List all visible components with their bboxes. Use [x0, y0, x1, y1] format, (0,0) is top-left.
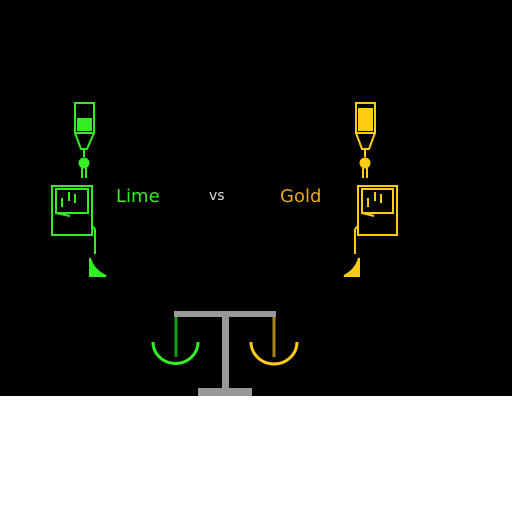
- right-monitor-frame: [357, 185, 398, 236]
- scale-base: [198, 388, 252, 396]
- versus-label: vs: [209, 188, 225, 204]
- left-drip-chamber: [78, 157, 90, 169]
- right-stand-base: [343, 257, 360, 277]
- left-pole-bend: [91, 225, 96, 230]
- scale-post: [222, 311, 229, 396]
- right-iv-fluid: [358, 108, 373, 131]
- right-pole-bend: [354, 225, 359, 230]
- left-contestant-label: Lime: [116, 186, 160, 207]
- left-contestant-iv-monitor-icon: [51, 102, 107, 277]
- right-contestant-label: Gold: [280, 186, 322, 207]
- balance-scale-icon: [151, 311, 299, 396]
- right-iv-bag: [355, 102, 376, 134]
- left-iv-taper: [74, 132, 95, 150]
- left-iv-fluid: [77, 118, 92, 131]
- left-iv-bag: [74, 102, 95, 134]
- stage-graphics: [51, 102, 398, 396]
- game-stage: Lime vs Gold: [0, 0, 512, 396]
- right-iv-taper: [355, 132, 376, 150]
- scale-right-pan: [249, 341, 299, 366]
- left-monitor-screen: [55, 188, 89, 214]
- left-stand-base: [89, 257, 107, 277]
- left-monitor-frame: [51, 185, 93, 236]
- right-contestant-iv-monitor-icon: [343, 102, 398, 277]
- left-screen-hinge: [55, 212, 71, 217]
- scale-left-pan: [151, 341, 200, 365]
- right-monitor-screen: [361, 188, 394, 214]
- right-screen-hinge: [361, 212, 375, 217]
- right-drip-chamber: [359, 157, 371, 169]
